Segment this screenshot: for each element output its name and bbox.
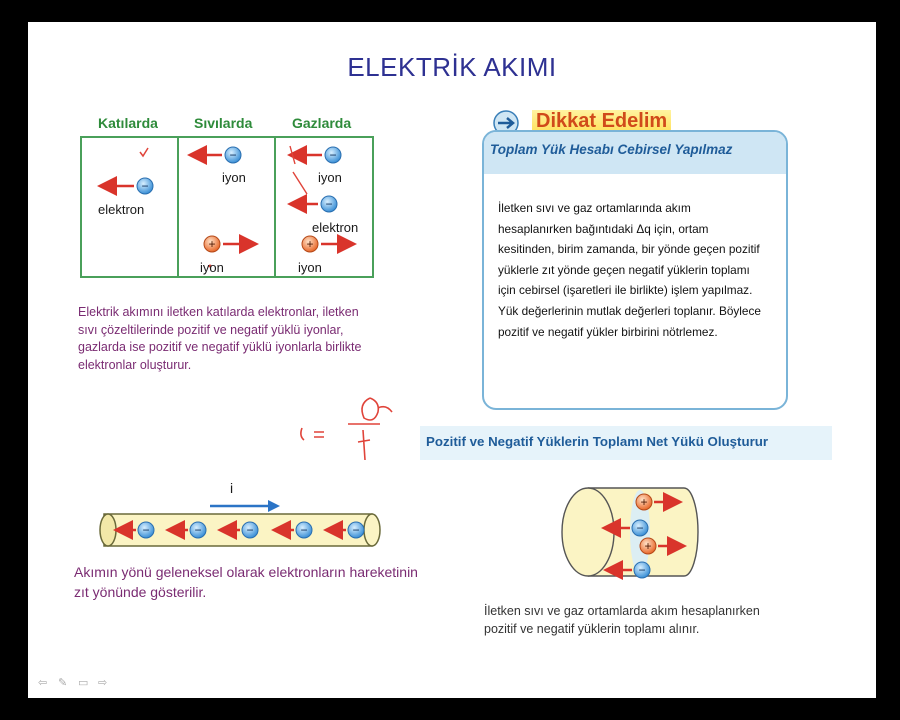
net-title-band [420, 426, 832, 460]
svg-text:+: + [306, 237, 313, 251]
svg-text:−: − [636, 521, 643, 535]
dikkat-box-header: Toplam Yük Hesabı Cebirsel Yapılmaz [484, 132, 786, 174]
svg-text:−: − [329, 148, 336, 162]
gas-negative-ion: − [287, 145, 342, 165]
svg-text:−: − [300, 523, 307, 537]
table-divider [274, 138, 276, 276]
arrow-badge-icon [493, 110, 519, 136]
header-solids: Katılarda [98, 115, 158, 131]
label-liquid-ion-top: iyon [222, 170, 246, 185]
table-divider [177, 138, 179, 276]
diagram-layer: − − + − − + [97, 145, 699, 580]
header-gases: Gazlarda [292, 115, 352, 131]
svg-text:−: − [194, 523, 201, 537]
slide: ELEKTRİK AKIMI Katılarda Sıvılarda Gazla… [28, 22, 876, 698]
net-title: Pozitif ve Negatif Yüklerin Toplamı Net … [426, 434, 769, 449]
cylinder-positive-ion: + [639, 536, 687, 556]
wire-electron: − [217, 520, 259, 540]
gas-positive-ion: + [301, 234, 357, 254]
cylinder-negative-charge: − [603, 560, 651, 580]
current-arrow [210, 500, 280, 512]
wire-electron: − [113, 520, 155, 540]
label-gas-ion-top: iyon [318, 170, 342, 185]
svg-text:+: + [208, 237, 215, 251]
check-mark [139, 147, 149, 158]
dikkat-body: İletken sıvı ve gaz ortamlarında akım he… [498, 201, 761, 339]
wire-electron: − [323, 520, 365, 540]
pen-icon[interactable]: ✎ [58, 677, 68, 689]
label-liquid-ion-bottom: iyon [200, 260, 224, 275]
svg-text:−: − [246, 523, 253, 537]
label-solid-electron: elektron [98, 202, 145, 217]
svg-text:+: + [640, 495, 647, 509]
liquid-negative-ion: − [187, 145, 242, 165]
cylinder-caption: İletken sıvı ve gaz ortamlarda akım hesa… [484, 604, 760, 636]
charge-sign: − [141, 179, 148, 193]
back-arrow-icon[interactable]: ⇦ [38, 677, 48, 689]
svg-text:−: − [352, 523, 359, 537]
forward-arrow-icon[interactable]: ⇨ [98, 677, 108, 689]
solid-electron: − [97, 176, 154, 196]
svg-text:−: − [142, 523, 149, 537]
liquid-positive-ion: + [203, 234, 259, 254]
header-liquids: Sıvılarda [194, 115, 253, 131]
cylinder-charges: +−+− [601, 492, 687, 580]
dikkat-subtitle: Toplam Yük Hesabı Cebirsel Yapılmaz [490, 142, 733, 157]
wire-electron: − [165, 520, 207, 540]
wire-electrons: −−−−− [113, 520, 365, 540]
label-gas-ion-bottom: iyon [298, 260, 322, 275]
conduction-paragraph: Elektrik akımını iletken katılarda elekt… [78, 305, 362, 372]
annotation-dot [208, 264, 212, 268]
svg-text:−: − [325, 197, 332, 211]
svg-text:−: − [229, 148, 236, 162]
label-gas-electron: elektron [312, 220, 359, 235]
wire-electron: − [271, 520, 313, 540]
slides-icon[interactable]: ▭ [78, 677, 89, 689]
wire-caption: Akımın yönü geleneksel olarak elektronla… [74, 564, 418, 600]
cylinder-positive-ion: + [635, 492, 683, 512]
handwritten-formula [300, 397, 393, 461]
svg-text:+: + [644, 539, 651, 553]
svg-text:−: − [638, 563, 645, 577]
slide-title: ELEKTRİK AKIMI [347, 52, 557, 82]
conduction-table [80, 136, 374, 278]
cylinder-negative-charge: − [601, 518, 649, 538]
annotation-strokes [289, 145, 308, 195]
gas-electron: − [287, 194, 338, 214]
dikkat-box: Toplam Yük Hesabı Cebirsel Yapılmaz İlet… [482, 130, 788, 410]
dikkat-title: Dikkat Edelim [532, 110, 672, 133]
current-label: i [230, 480, 234, 496]
